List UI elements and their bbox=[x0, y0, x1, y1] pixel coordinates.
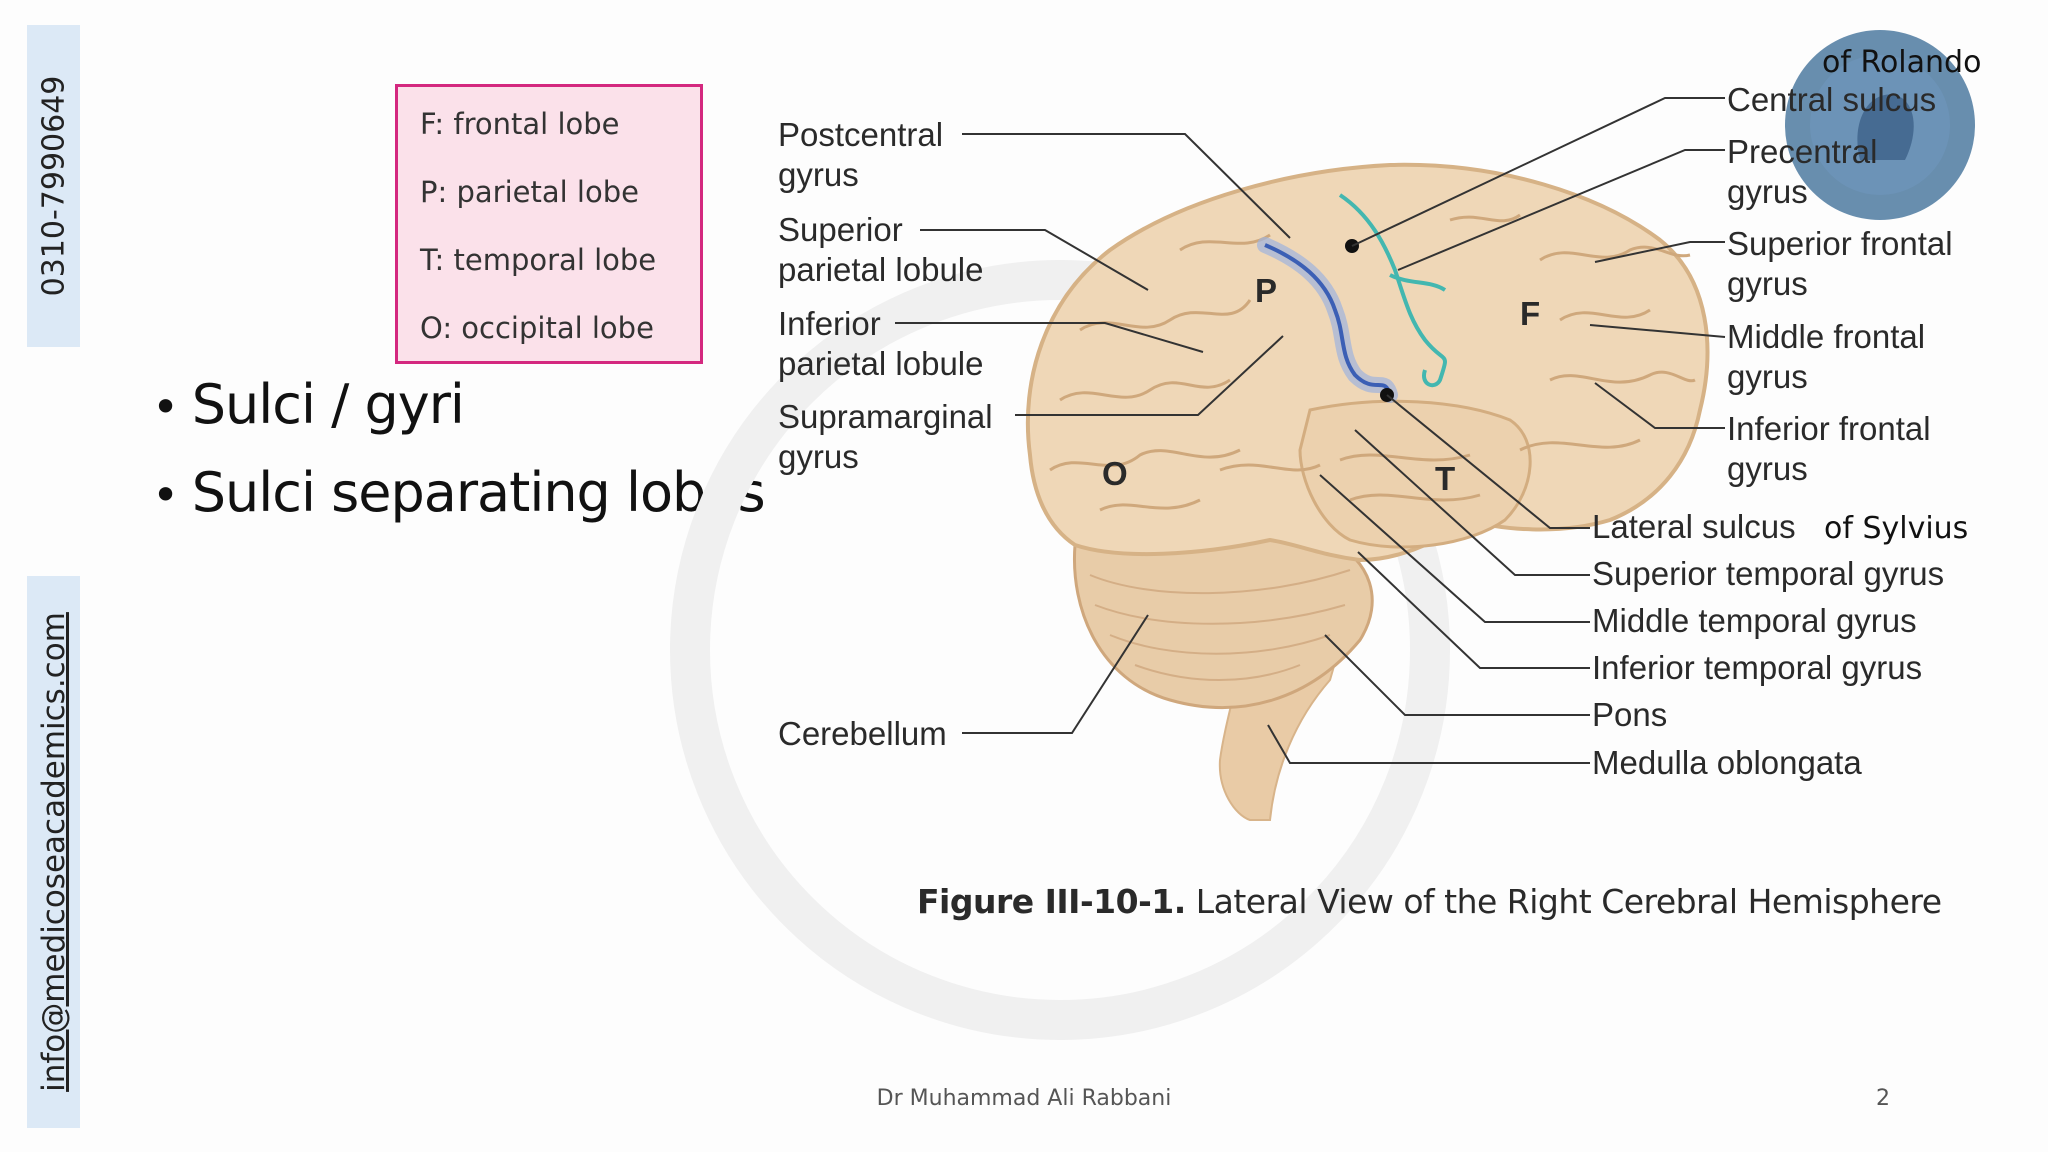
label-superior-parietal-2: parietal lobule bbox=[778, 251, 983, 288]
footer-presenter: Dr Muhammad Ali Rabbani bbox=[876, 1086, 1172, 1111]
logo-head-icon bbox=[1857, 94, 1914, 160]
label-postcentral-2: gyrus bbox=[778, 156, 859, 193]
page-number: 2 bbox=[1876, 1086, 1890, 1111]
label-central-sulcus: Central sulcus bbox=[1727, 81, 1936, 118]
leader-lines bbox=[895, 97, 1726, 764]
bullet-list: Sulci / gyri Sulci separating lobes bbox=[152, 362, 766, 538]
label-middle-frontal-2: gyrus bbox=[1727, 358, 1808, 395]
label-supramarginal-2: gyrus bbox=[778, 438, 859, 475]
figure-caption: Figure III-10-1. Lateral View of the Rig… bbox=[917, 882, 1942, 921]
label-superior-frontal-2: gyrus bbox=[1727, 265, 1808, 302]
precentral-sulcus-line bbox=[1338, 193, 1447, 388]
email-tab[interactable]: info@medicoseacademics.com bbox=[27, 576, 80, 1128]
legend-parietal: P: parietal lobe bbox=[420, 175, 639, 209]
lobe-letter-O: O bbox=[1102, 455, 1128, 492]
label-middle-frontal-1: Middle frontal bbox=[1727, 318, 1925, 355]
label-precentral-1: Precentral bbox=[1727, 133, 1877, 170]
central-sulcus-line bbox=[1264, 243, 1392, 396]
legend-temporal: T: temporal lobe bbox=[420, 243, 657, 277]
label-superior-temporal: Superior temporal gyrus bbox=[1592, 555, 1944, 592]
phone-tab: 0310-7990649 bbox=[27, 25, 80, 347]
label-of-rolando: of Rolando bbox=[1822, 45, 1981, 80]
label-inferior-parietal-2: parietal lobule bbox=[778, 345, 983, 382]
label-superior-parietal-1: Superior bbox=[778, 211, 903, 248]
label-cerebellum: Cerebellum bbox=[778, 715, 947, 752]
label-inferior-frontal-1: Inferior frontal bbox=[1727, 410, 1931, 447]
gyri-pattern bbox=[1049, 213, 1696, 512]
label-precentral-2: gyrus bbox=[1727, 173, 1808, 210]
label-inferior-frontal-2: gyrus bbox=[1727, 450, 1808, 487]
temporal-lobe-shape bbox=[1298, 399, 1532, 549]
cerebrum-shape bbox=[1025, 162, 1710, 563]
watermark-ring bbox=[670, 260, 1450, 1040]
cerebellum-folia bbox=[1089, 569, 1351, 681]
label-inferior-temporal: Inferior temporal gyrus bbox=[1592, 649, 1922, 686]
lobe-legend-box: F: frontal lobe P: parietal lobe T: temp… bbox=[395, 84, 703, 364]
label-superior-frontal-1: Superior frontal bbox=[1727, 225, 1953, 262]
label-of-sylvius: of Sylvius bbox=[1824, 511, 1968, 546]
figure-number: Figure III-10-1. bbox=[917, 882, 1186, 921]
medicose-logo bbox=[1785, 30, 1975, 220]
lobe-letter-P: P bbox=[1255, 272, 1277, 309]
label-lateral-sulcus: Lateral sulcus bbox=[1592, 508, 1796, 545]
label-middle-temporal: Middle temporal gyrus bbox=[1592, 602, 1917, 639]
figure-title: Lateral View of the Right Cerebral Hemis… bbox=[1195, 882, 1942, 921]
bullet-sulci-separating-lobes: Sulci separating lobes bbox=[152, 450, 766, 538]
label-medulla: Medulla oblongata bbox=[1592, 744, 1862, 781]
lobe-letter-F: F bbox=[1520, 295, 1540, 332]
lobe-letter-T: T bbox=[1435, 460, 1455, 497]
label-postcentral-1: Postcentral bbox=[778, 116, 943, 153]
label-inferior-parietal-1: Inferior bbox=[778, 305, 881, 342]
legend-occipital: O: occipital lobe bbox=[420, 311, 654, 345]
label-pons: Pons bbox=[1592, 696, 1667, 733]
label-supramarginal-1: Supramarginal bbox=[778, 398, 993, 435]
legend-frontal: F: frontal lobe bbox=[420, 107, 620, 141]
bullet-sulci-gyri: Sulci / gyri bbox=[152, 362, 765, 450]
